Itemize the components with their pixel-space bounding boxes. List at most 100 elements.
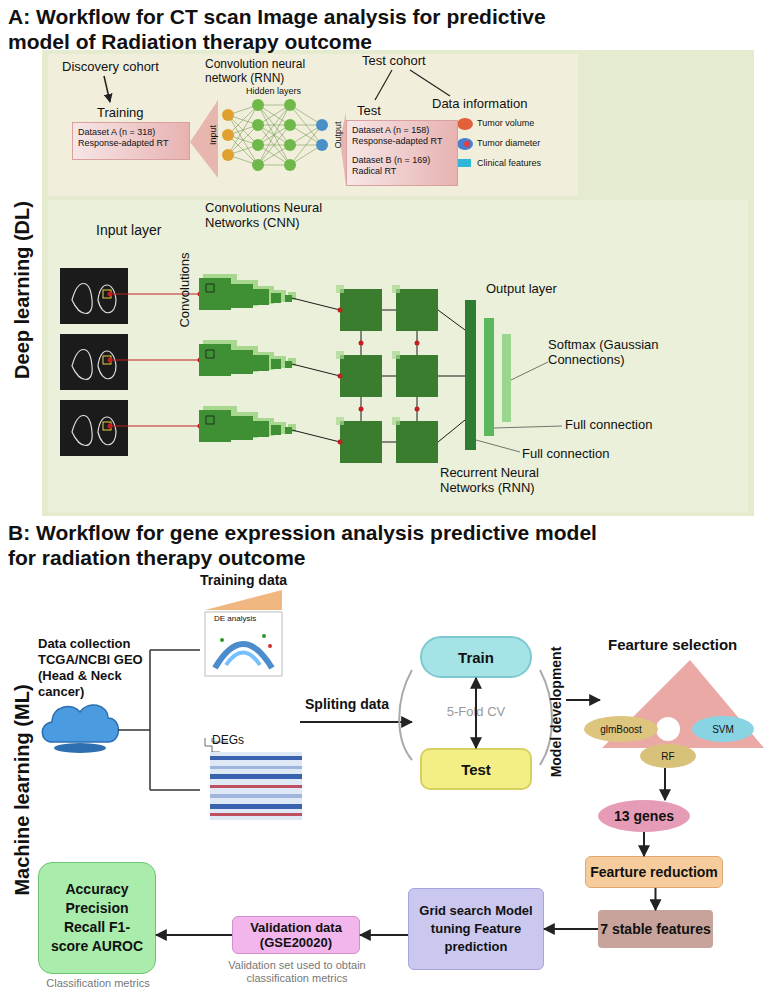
panel-section — [48, 54, 578, 196]
info-heading: Data information — [432, 97, 562, 112]
metrics-box: Accuracy Precision Recall F1-score AUROC… — [38, 862, 156, 974]
panel-title: B: Workflow for gene expression analysis… — [8, 520, 628, 570]
connector-arrow — [475, 678, 477, 748]
arrow — [566, 699, 600, 701]
box-heading: Test — [357, 103, 381, 118]
tumor-icon — [457, 138, 473, 150]
arrow — [410, 70, 450, 96]
connector-arrow — [664, 768, 666, 800]
step-label: Fearture selection — [608, 636, 763, 653]
output-neurons — [316, 119, 328, 151]
connector-arrow — [360, 934, 408, 936]
result-ellipse: 13 genes — [598, 800, 690, 832]
step-label: Model development — [546, 627, 566, 797]
heatmap — [205, 738, 302, 820]
cohort-label: Discovery cohort — [62, 60, 172, 75]
info-item: Tumor diameter — [477, 138, 567, 148]
layer-label: Output — [328, 113, 348, 157]
plot-label: DE analysis — [214, 614, 278, 623]
input-neurons — [222, 109, 234, 161]
network-links — [228, 105, 322, 165]
layer-label: Full connection — [522, 447, 632, 462]
cnn-blocks — [199, 274, 296, 442]
process-box: 7 stable features — [598, 910, 713, 948]
dataset-box: TestDataset A (n = 158) Response-adapted… — [346, 120, 458, 186]
layer-label: Recurrent Neural Networks (RNN) — [440, 466, 575, 496]
source-label: Data collection TCGA/NCBI GEO (Head & Ne… — [38, 636, 163, 700]
process-box: Fearture reductiom — [585, 856, 723, 888]
volcano-points — [215, 634, 272, 668]
step-label: Spliting data — [305, 696, 415, 712]
link-dots — [338, 308, 420, 445]
arrow — [375, 70, 392, 100]
box-label: RF — [661, 751, 674, 762]
box-caption: Classification metrics — [39, 977, 157, 989]
panel-background — [42, 50, 754, 516]
connector-arrow — [655, 888, 657, 910]
output-bar — [502, 334, 511, 422]
leader-line — [494, 426, 562, 428]
box-label: 7 stable features — [600, 921, 711, 937]
method-ellipse: SVM — [692, 716, 754, 742]
process-box: Grid search Model tuning Feature predict… — [408, 888, 544, 970]
ct-image — [60, 400, 128, 456]
box-label: 13 genes — [614, 808, 674, 824]
info-item: Clinical features — [477, 158, 567, 168]
tumor-icon — [457, 118, 473, 130]
data-box: Validation data (GSE20020)Validation set… — [232, 916, 360, 954]
layer-label: Input layer — [96, 222, 206, 238]
branch-lines — [118, 650, 200, 790]
training-triangle — [205, 590, 282, 610]
box-label: Validation data (GSE20020) — [233, 920, 359, 950]
box-label: Test — [461, 761, 491, 778]
cv-loop — [399, 670, 412, 760]
box-label: SVM — [712, 724, 734, 735]
box-label: glmBoost — [600, 724, 642, 735]
step-label: Training data — [200, 572, 310, 588]
layer-label: Full connection — [565, 418, 675, 433]
box-label: Train — [458, 649, 494, 666]
output-bar — [465, 300, 476, 450]
layer-label: Softmax (Gaussian Connections) — [548, 338, 668, 368]
section-label: Machine learning (ML) — [12, 665, 32, 915]
figure-title: A: Workflow for CT scan Image analysis f… — [8, 4, 608, 54]
leader-line — [476, 440, 520, 452]
layer-label: Output layer — [486, 282, 586, 297]
volcano-plot — [205, 612, 282, 676]
process-box: Test — [420, 748, 532, 790]
box-label: Fearture reductiom — [590, 864, 718, 880]
process-box: Train — [420, 636, 532, 678]
dataset-box: TrainingDataset A (n = 318) Response-ada… — [72, 122, 190, 160]
box-text: Dataset A (n = 158) Response-adapted RT — [347, 121, 457, 147]
connector-arrow — [544, 928, 598, 930]
box-label: Grid search Model tuning Feature predict… — [413, 902, 539, 956]
layer-label: Input — [203, 115, 223, 155]
tumor-icon — [464, 141, 470, 147]
leader-line — [511, 362, 548, 380]
arrow — [300, 721, 412, 723]
box-text: Dataset A (n = 318) Response-adapted RT — [73, 123, 189, 153]
section-label: Deep learning (DL) — [12, 175, 32, 405]
model-label: Convolution neural network (RNN) — [205, 58, 340, 86]
cohort-label: Test cohort — [362, 54, 462, 69]
box-label: Accuracy Precision Recall F1-score AUROC — [49, 880, 145, 956]
info-item: Tumor volume — [477, 118, 567, 128]
method-ellipse: glmBoost — [584, 716, 658, 742]
box-heading: Training — [97, 105, 143, 120]
layer-label: Convolutions — [175, 235, 195, 345]
cloud-icon — [42, 705, 118, 753]
method-ellipse: RF — [640, 744, 696, 768]
panel-section — [48, 200, 748, 512]
arrow — [104, 76, 110, 102]
hidden-neurons — [252, 99, 296, 171]
rnn-cells — [340, 289, 438, 463]
ct-image — [60, 334, 128, 390]
step-label: DEGs — [212, 734, 272, 748]
box-caption: Validation set used to obtain classifica… — [221, 959, 373, 985]
edge-label: 5-Fold CV — [436, 704, 516, 719]
layer-label: Convolutions Neural Networks (CNN) — [205, 201, 330, 231]
ct-image — [60, 268, 128, 324]
selection-center — [656, 717, 680, 741]
